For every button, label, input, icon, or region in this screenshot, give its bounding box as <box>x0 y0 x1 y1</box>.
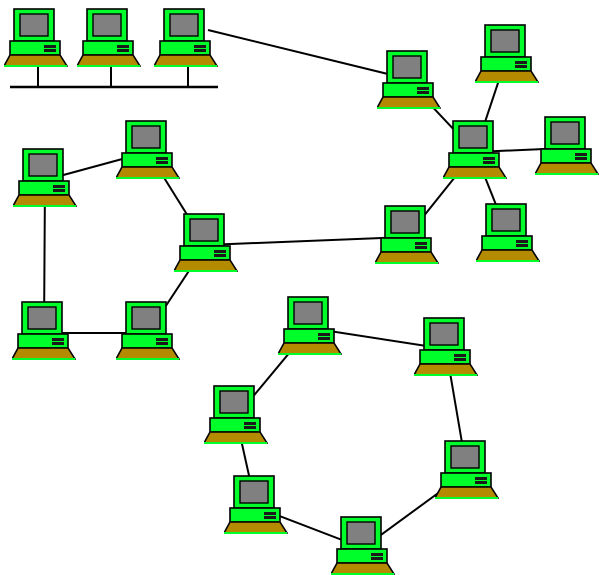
ring-computer <box>13 148 77 207</box>
bus-computer <box>154 8 218 67</box>
ring-computer <box>414 317 478 376</box>
network-link <box>207 29 393 76</box>
star-hub-computer <box>443 120 507 179</box>
ring-computer <box>12 301 76 360</box>
bus-computer <box>77 8 141 67</box>
ring-computer <box>331 516 395 575</box>
star-computer <box>476 203 540 262</box>
star-computer <box>375 205 439 264</box>
network-links <box>43 29 568 549</box>
ring-computer <box>204 385 268 444</box>
star-computer <box>475 24 539 83</box>
bus-computer <box>4 8 68 67</box>
ring-computer <box>174 213 238 272</box>
bus-backbone <box>10 65 218 89</box>
ring-computer <box>116 120 180 179</box>
ring-computer <box>224 475 288 534</box>
ring-computer <box>435 440 499 499</box>
star-computer <box>535 116 599 175</box>
star-computer <box>377 50 441 109</box>
ring-computer <box>278 296 342 355</box>
ring-computer <box>116 301 180 360</box>
network-link <box>205 236 408 246</box>
network-computers <box>4 8 599 575</box>
